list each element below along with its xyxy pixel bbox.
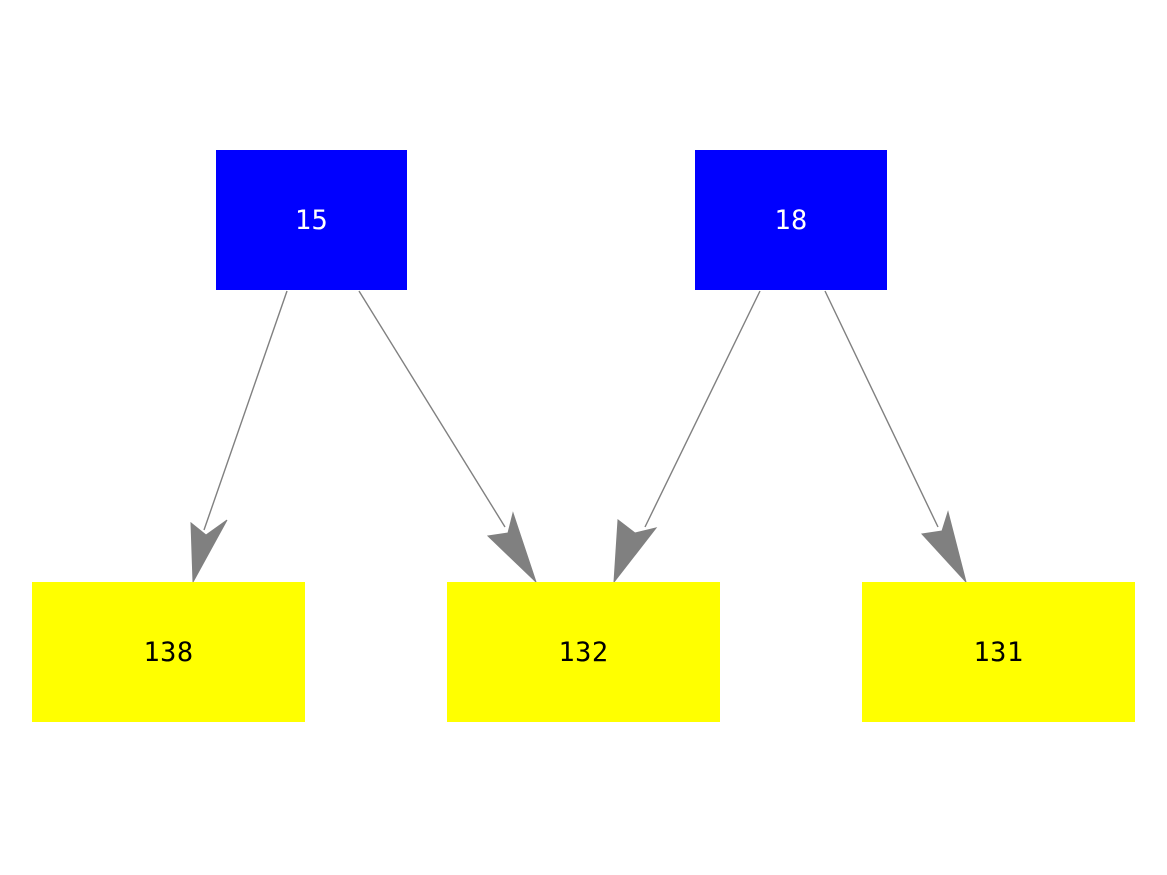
node-label: 15 xyxy=(294,204,329,236)
edge-18-to-132 xyxy=(613,290,761,584)
node-132[interactable]: 132 xyxy=(447,582,720,722)
node-label: 138 xyxy=(143,636,194,668)
node-15[interactable]: 15 xyxy=(216,150,407,290)
arrowhead-icon xyxy=(486,511,537,583)
edge-line xyxy=(203,290,288,531)
arrowhead-icon xyxy=(190,519,228,584)
arrowhead-icon xyxy=(613,519,658,584)
node-label: 131 xyxy=(973,636,1024,668)
node-label: 132 xyxy=(558,636,609,668)
arrowhead-icon xyxy=(920,510,967,583)
edge-line xyxy=(824,290,939,528)
edge-18-to-131 xyxy=(824,290,967,583)
node-18[interactable]: 18 xyxy=(695,150,887,290)
node-138[interactable]: 138 xyxy=(32,582,305,722)
edge-line xyxy=(644,290,761,528)
node-label: 18 xyxy=(774,204,808,236)
edge-line xyxy=(358,290,506,528)
edge-15-to-132 xyxy=(358,290,537,583)
edge-15-to-138 xyxy=(190,290,288,584)
node-131[interactable]: 131 xyxy=(862,582,1135,722)
